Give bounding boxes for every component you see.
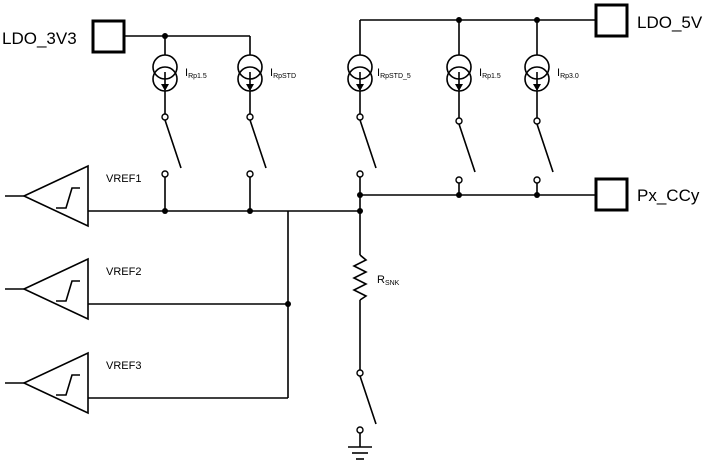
comparator-1: VREF1 <box>5 164 141 228</box>
vref1-label: VREF1 <box>106 173 141 185</box>
current-source-rp3-0-5v: IRp3.0 <box>524 20 579 198</box>
rsnk-label: RSNK <box>377 274 400 287</box>
current-source-rpstd-5-5v: IRpSTD_5 <box>347 20 411 211</box>
comparator-2: VREF2 <box>5 257 288 321</box>
ldo-5v-label: LDO_5V <box>637 13 703 32</box>
current-source-rp1-5-3v3: IRp1.5 <box>152 36 207 214</box>
ldo-3v3-rail: LDO_3V3 <box>2 19 250 54</box>
source-4-label: IRp1.5 <box>479 67 501 80</box>
comparator-3: VREF3 <box>5 351 288 415</box>
source-2-label: IRpSTD <box>270 67 296 80</box>
ldo-5v-port <box>594 3 629 38</box>
ldo-3v3-port <box>91 19 126 54</box>
source-3-label: IRpSTD_5 <box>377 67 411 80</box>
ldo-3v3-label: LDO_3V3 <box>2 29 77 48</box>
current-source-rpstd-3v3: IRpSTD <box>237 36 296 214</box>
vref2-label: VREF2 <box>106 266 141 278</box>
source-1-label: IRp1.5 <box>185 67 207 80</box>
ldo-5v-rail: LDO_5V <box>360 3 703 38</box>
sink-branch: RSNK <box>348 211 400 460</box>
vref3-label: VREF3 <box>106 360 141 372</box>
px-ccy-port <box>594 177 629 212</box>
px-ccy-label: Px_CCy <box>637 186 700 205</box>
source-5-label: IRp3.0 <box>557 67 579 80</box>
cc-net: Px_CCy <box>88 177 700 398</box>
current-source-rp1-5-5v: IRp1.5 <box>446 20 501 198</box>
